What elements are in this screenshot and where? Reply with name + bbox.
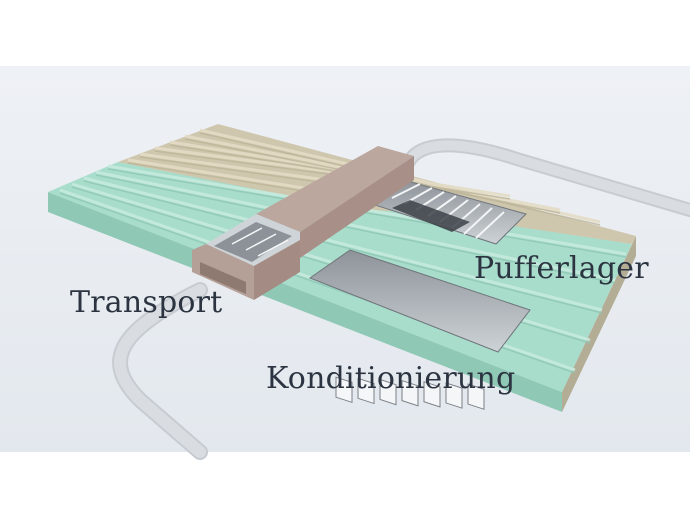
label-konditionierung: Konditionierung	[266, 361, 516, 396]
label-transport: Transport	[70, 285, 223, 320]
slab-side	[48, 192, 562, 412]
transport-building	[192, 146, 414, 300]
conditioning-pit-icon	[308, 249, 531, 410]
buffer-pit-icon	[370, 179, 527, 245]
conveyor-icon	[392, 200, 470, 232]
label-pufferlager: Pufferlager	[474, 251, 649, 286]
